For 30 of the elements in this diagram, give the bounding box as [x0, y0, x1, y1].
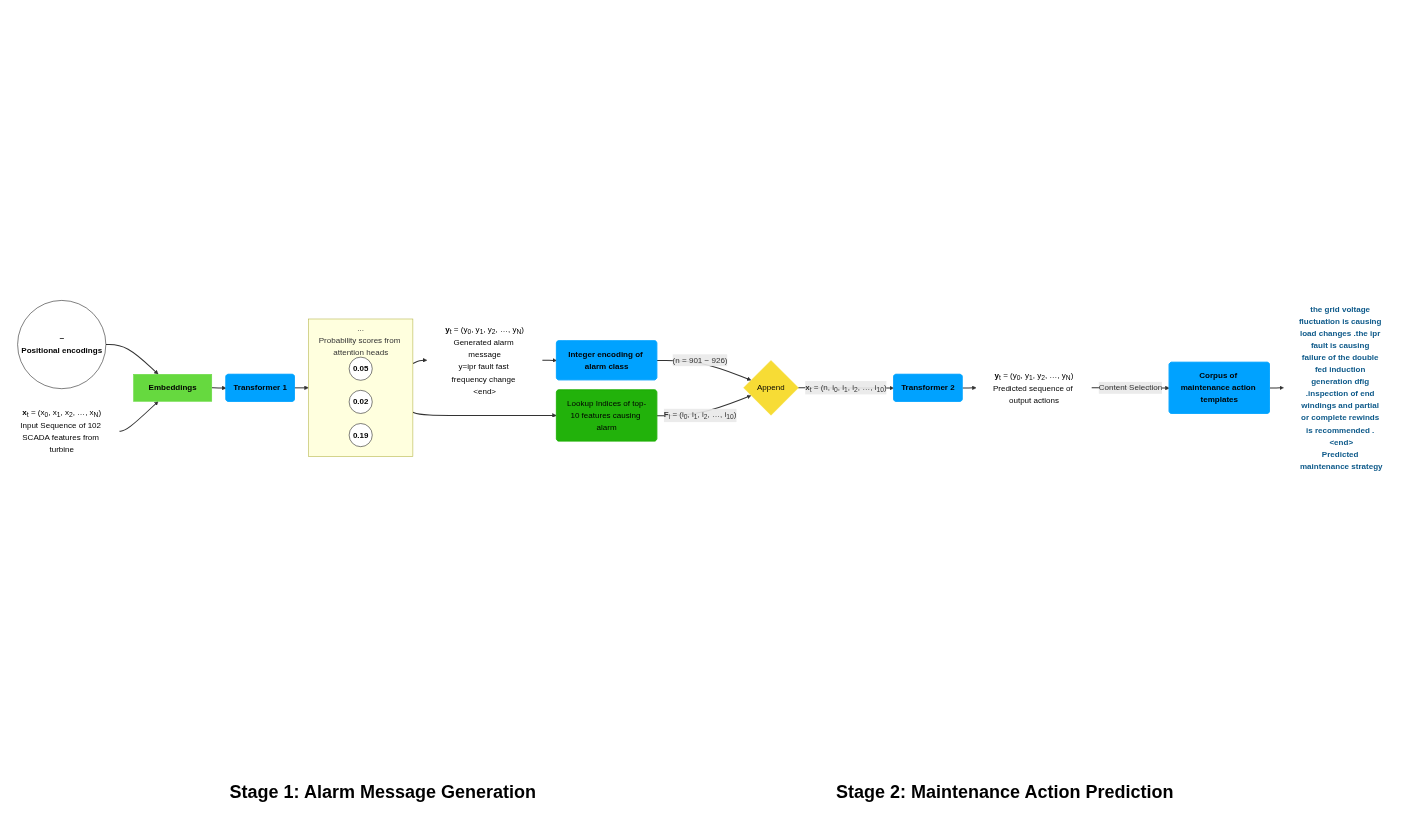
- node-text: the grid voltage fluctuation is causing load changes .the ipr fault is causing failure of the double fed induction generation dfig .inspection of end windings and partial or complete rewinds is recommended . <end>: [1298, 305, 1382, 447]
- node-label: Predicted maintenance strategy: [1299, 449, 1383, 471]
- stage-caption: Stage 2: Maintenance Action Prediction: [836, 782, 1174, 803]
- edge-label: F$_{i}$ = (i$_{0}$, i$_{1}$, i$_{2}$, …, i$_{10}$): [663, 410, 737, 421]
- edge-label: (n = 901 − 926): [672, 355, 728, 365]
- arrow: [118, 401, 159, 432]
- node-circle: 0.05: [348, 357, 373, 381]
- edge-label: x$_{t}$ = (n, i$_{0}$, i$_{1}$, i$_{2}$, …, i$_{10}$): [805, 382, 887, 394]
- node-box: Embeddings: [133, 374, 213, 402]
- stage-caption: Stage 1: Alarm Message Generation: [229, 782, 536, 803]
- node-circle: 0.19: [348, 423, 373, 448]
- node-text: y$_{t}$ = (y$_{0}$, y$_{1}$, y$_{2}$, …, y$_{N}$): [994, 370, 1074, 382]
- arrow: [961, 385, 977, 391]
- node-label: y=ipr fault fast frequency change <end>: [451, 362, 516, 396]
- arrow: [412, 411, 557, 418]
- arrow: [412, 358, 428, 365]
- arrow: [541, 358, 557, 363]
- edge-label: Content Selection: [1098, 383, 1163, 393]
- arrow: [1269, 385, 1284, 391]
- node-label: Probability scores from attention heads: [318, 335, 401, 357]
- node-text: x$_{t}$ = (x$_{0}$, x$_{1}$, x$_{2}$, …, x$_{N}$): [22, 407, 102, 419]
- node-circle: ~ Positional encodings: [17, 300, 107, 390]
- node-diamond: Append: [743, 360, 799, 416]
- arrow: [293, 385, 309, 391]
- node-text: y$_{t}$ = (y$_{0}$, y$_{1}$, y$_{2}$, …, y$_{N}$): [445, 324, 525, 336]
- node-label: Predicted sequence of output actions: [992, 384, 1073, 405]
- node-circle: 0.02: [348, 390, 373, 414]
- arrow: [105, 344, 159, 375]
- node-label: Input Sequence of 102 SCADA features from turbine: [20, 421, 102, 455]
- arrow: [211, 385, 227, 391]
